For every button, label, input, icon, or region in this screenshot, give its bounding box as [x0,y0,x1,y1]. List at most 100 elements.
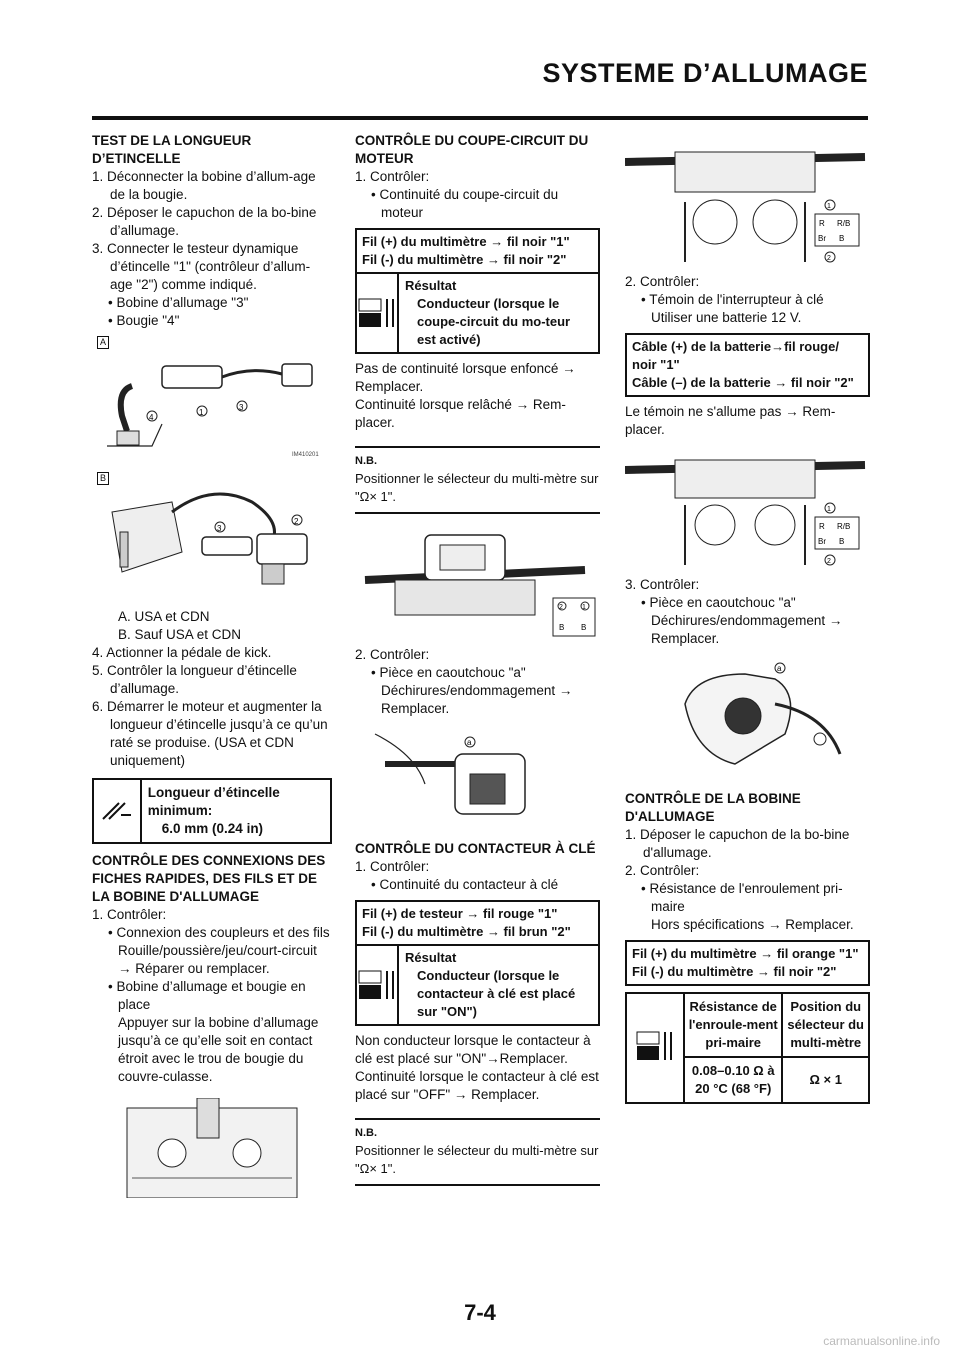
bullet-text: Appuyer sur la bobine d’allumage jusqu’à… [118,1015,319,1084]
bullet: • Continuité du contacteur à clé [371,877,559,892]
figure-key-switch-rubber: a [625,654,870,784]
probe-text: Fil (+) du multimètre → fil noir "1" [362,234,570,249]
probe-text: Fil (-) du multimètre → fil noir "2" [632,964,837,979]
column-2: CONTRÔLE DU COUPE-CIRCUIT DU MOTEUR 1. C… [355,132,600,1186]
probe-text: Fil (-) du multimètre → fil noir "2" [362,252,567,267]
probe-box: Fil (+) du multimètre → fil noir "1" Fil… [355,228,600,354]
section-title-key-switch: CONTRÔLE DU CONTACTEUR À CLÉ [355,841,596,856]
svg-text:R: R [819,522,825,531]
spec-value: 6.0 mm (0.24 in) [161,821,264,836]
figure-spark-tester-a: A 4 1 3 IM410201 [92,336,332,466]
svg-text:Br: Br [818,234,826,243]
caption: A. USA et CDN [118,609,210,624]
conn-label: 2 [559,604,563,611]
multimeter-icon [625,992,685,1104]
paragraph: Pas de continuité lorsque enfoncé → Remp… [355,361,576,394]
probe-text: Fil (+) du multimètre → fil orange "1" [632,946,859,961]
step: 3. Contrôler: [625,577,700,592]
svg-text:2: 2 [827,558,831,565]
resistance-table: Résistance de l'enroule-ment pri-maire P… [625,992,870,1104]
table-header: Résistance de l'enroule-ment pri-maire [682,992,784,1058]
step: 3. Connecter le testeur dynamique d’étin… [92,241,311,292]
svg-text:2: 2 [294,517,299,526]
multimeter-icon [357,274,399,352]
bullet: • Bougie "4" [108,313,180,328]
bullet: • Connexion des coupleurs et des fils [108,925,330,940]
svg-text:B: B [839,234,844,243]
bullet: • Résistance de l'enroulement pri-maire [641,881,843,914]
figure-code: IM410201 [292,452,319,458]
footer-watermark: carmanualsonline.info [823,1334,940,1348]
probe-text: Fil (+) de testeur → fil rouge "1" [362,906,558,921]
svg-text:4: 4 [149,413,154,422]
bullet-text: Hors spécifications → Remplacer. [651,917,854,932]
step: 1. Déconnecter la bobine d’allum-age de … [92,169,316,202]
result-label: Résultat [405,278,457,293]
key-switch-illustration: 1 R R/B Br B 2 [625,151,866,263]
spark-tester-illustration: 3 2 [111,492,308,585]
bullet: • Bobine d’allumage et bougie en place [108,979,306,1012]
conn-label: B [559,623,564,632]
probe-box: Fil (+) de testeur → fil rouge "1" Fil (… [355,900,600,1026]
key-switch-rubber-illustration: a [684,662,842,765]
section-title-spark: TEST DE LA LONGUEUR D’ETINCELLE [92,133,252,166]
column-3: 1 R R/B Br B 2 2. Contrôler: • Témoin de… [625,132,870,1104]
cylinder-head-illustration [126,1098,298,1198]
bullet: • Bobine d’allumage "3" [108,295,249,310]
svg-text:Br: Br [818,537,826,546]
multimeter-icon [357,946,399,1024]
step: 4. Actionner la pédale de kick. [92,645,272,660]
figure-letter: A [97,336,109,349]
table-cell: 0.08–0.10 Ω à 20 °C (68 °F) [682,1056,784,1104]
bullet: • Continuité du coupe-circuit du moteur [371,187,559,220]
step: 1. Contrôler: [92,907,167,922]
note-title: N.B. [355,452,383,470]
paragraph: Continuité lorsque le contacteur à clé e… [355,1069,599,1102]
svg-text:B: B [839,537,844,546]
bullet-text: Déchirures/endommagement → [651,613,843,628]
step: 2. Contrôler: [355,647,430,662]
note-box: N.B. Positionner le sélecteur du multi-m… [355,1118,600,1186]
figure-letter: B [97,472,109,485]
svg-text:3: 3 [239,403,244,412]
bullet-text: Déchirures/endommagement → [381,683,573,698]
figure-handlebar-switch: 2 1 B B [355,520,600,640]
page-number: 7-4 [464,1300,496,1325]
kill-switch-rubber-illustration: a [374,733,526,815]
section-title-coil: CONTRÔLE DE LA BOBINE D'ALLUMAGE [625,791,801,824]
header-rule [92,116,868,120]
figure-key-switch-2: 1 R R/B Br B 2 [625,445,870,570]
probe-box: Fil (+) du multimètre → fil orange "1" F… [625,940,870,986]
caption: B. Sauf USA et CDN [118,627,242,642]
section-title-connections: CONTRÔLE DES CONNEXIONS DES FICHES RAPID… [92,853,326,904]
step: 1. Contrôler: [355,169,430,184]
note-text: Positionner le sélecteur du multi-mètre … [355,471,599,504]
bullet: • Pièce en caoutchouc "a" [371,665,526,680]
conn-label: B [581,623,586,632]
section-title-kill-switch: CONTRÔLE DU COUPE-CIRCUIT DU MOTEUR [355,133,589,166]
step: 1. Déposer le capuchon de la bo-bine d'a… [625,827,850,860]
svg-text:2: 2 [827,255,831,262]
bullet-text: Utiliser une batterie 12 V. [651,310,802,325]
table-cell: Ω × 1 [781,1056,870,1104]
probe-text: Fil (-) du multimètre → fil brun "2" [362,924,571,939]
spec-label: Longueur d’étincelle minimum: [147,785,280,818]
bullet: • Témoin de l'interrupteur à clé [641,292,824,307]
svg-text:1: 1 [827,203,831,210]
note-text: Positionner le sélecteur du multi-mètre … [355,1143,599,1176]
spark-tester-illustration: 4 1 3 IM410201 [107,363,319,458]
spec-box: Longueur d’étincelle minimum: 6.0 mm (0.… [92,778,332,844]
paragraph: Le témoin ne s'allume pas → Rem-placer. [625,404,836,437]
result-text: Conducteur (lorsque le coupe-circuit du … [417,296,571,347]
fig-label: a [777,664,782,673]
svg-text:1: 1 [199,408,204,417]
table-header: Position du sélecteur du multi-mètre [781,992,870,1058]
paragraph: Continuité lorsque relâché → Rem-placer. [355,397,566,430]
key-switch-illustration: 1 R R/B Br B 2 [625,459,866,566]
fig-label: a [467,738,472,747]
svg-text:R/B: R/B [837,219,850,228]
bullet: • Pièce en caoutchouc "a" [641,595,796,610]
column-1: TEST DE LA LONGUEUR D’ETINCELLE 1. Décon… [92,132,332,1204]
spec-icon [94,780,142,842]
step: 2. Contrôler: [625,863,700,878]
